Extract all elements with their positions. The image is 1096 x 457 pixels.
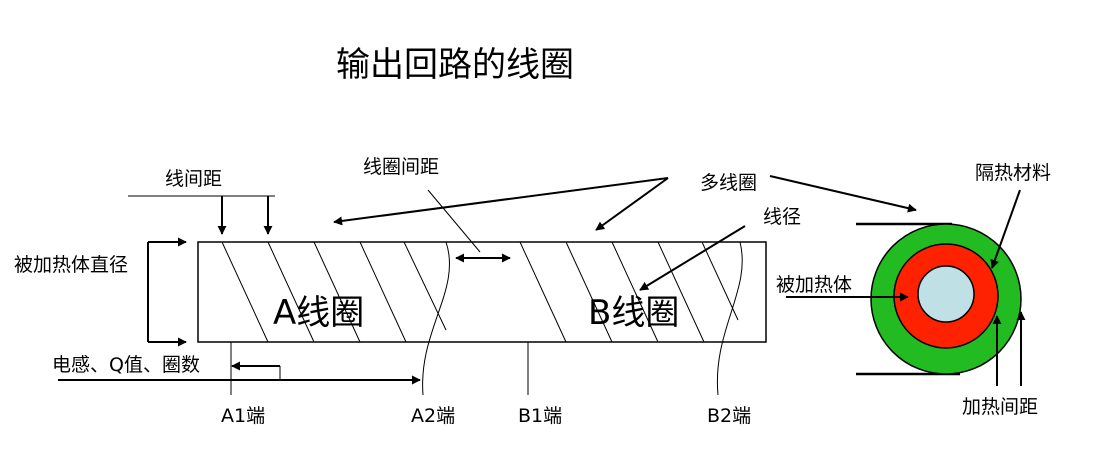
multi-coil-arrow-b: [595, 177, 669, 231]
terminal-a1: A1端: [221, 405, 266, 427]
heated-body-label: 被加热体: [776, 274, 853, 296]
multi-coil-arrow-c: [769, 175, 917, 213]
wire-diameter-label: 线径: [763, 206, 802, 228]
terminal-b1: B1端: [518, 405, 563, 427]
coil-gap-leader: [427, 189, 481, 253]
multi-coil-label: 多线圈: [700, 172, 758, 194]
multi-coil-arrow-a: [333, 177, 669, 226]
insulation-label: 隔热材料: [975, 162, 1052, 184]
diagram-title: 输出回路的线圈: [336, 45, 574, 85]
wire-spacing-label: 线间距: [165, 168, 223, 190]
inductance-label: 电感、Q值、圈数: [52, 354, 200, 376]
wire-diameter-arrow: [639, 225, 746, 291]
heated-core: [917, 265, 975, 323]
coil-a-label: A线圈: [273, 293, 365, 333]
insulation-arrow: [990, 189, 1021, 269]
coil-leads: [230, 241, 743, 396]
coil-windings: [221, 241, 739, 343]
coil-gap-label: 线圈间距: [363, 156, 440, 178]
coil-b-label: B线圈: [588, 293, 680, 333]
heated-diameter-label: 被加热体直径: [14, 254, 129, 276]
terminal-b2: B2端: [707, 405, 752, 427]
heating-gap-label: 加热间距: [962, 396, 1039, 418]
terminal-a2: A2端: [411, 405, 456, 427]
